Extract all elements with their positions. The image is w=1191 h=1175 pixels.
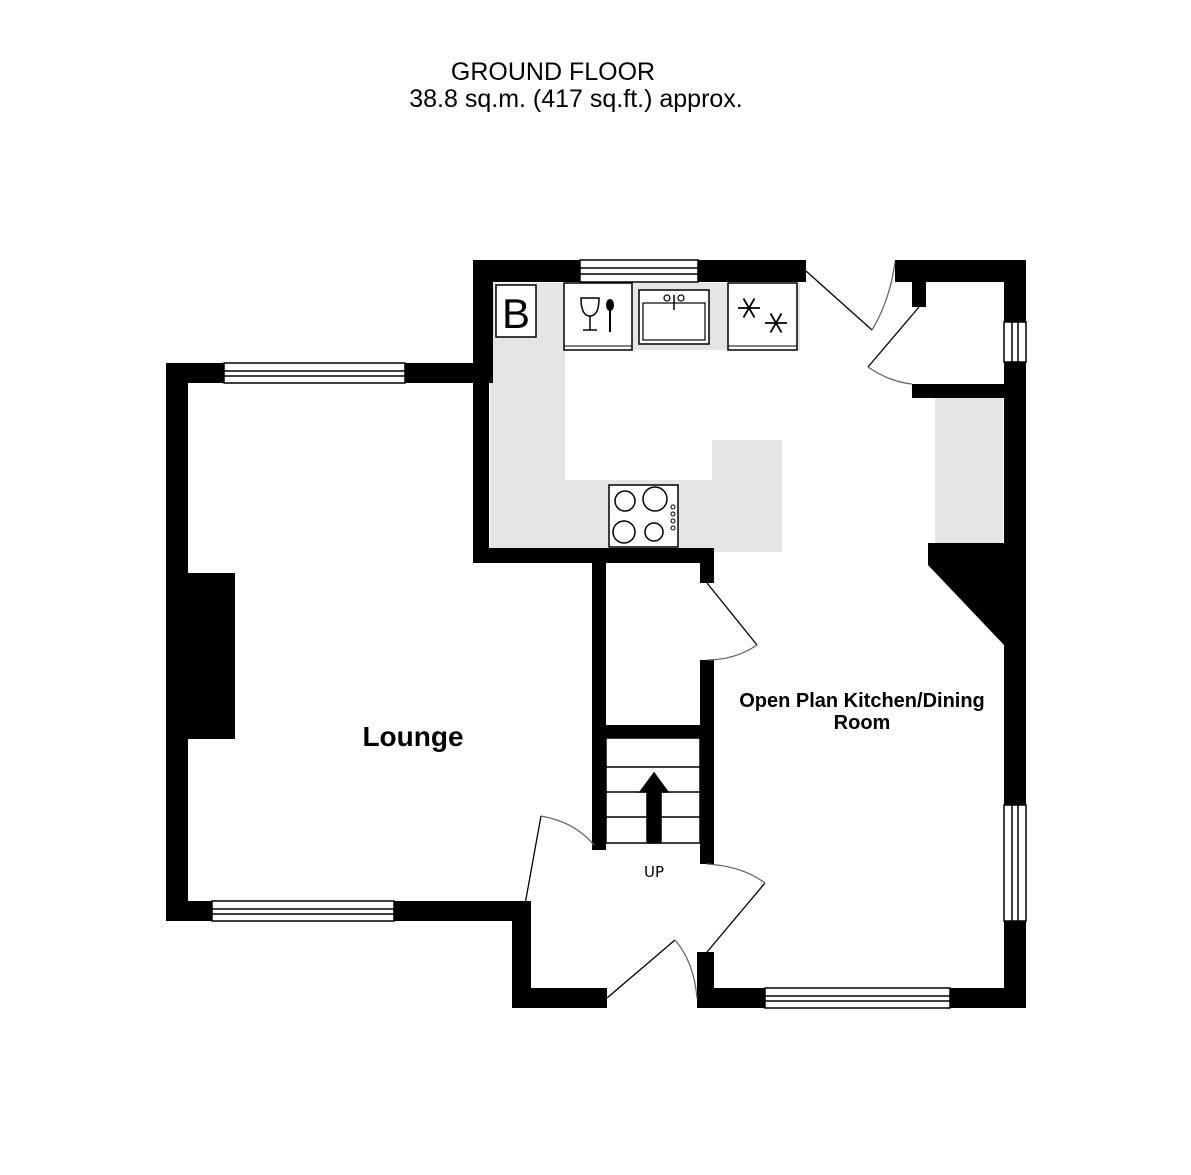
kitchen-west-wall (473, 380, 489, 562)
chimney-breast (188, 573, 235, 739)
lobby-north-wall (895, 260, 1026, 282)
arrow-up-icon (638, 771, 670, 844)
door-rear (805, 261, 896, 331)
lobby-door-jamb (912, 282, 926, 307)
window-kitchen-east (1003, 804, 1027, 922)
staircase (605, 737, 701, 844)
window-kitchen-south (764, 987, 951, 1009)
doors (523, 261, 920, 999)
porch-west-wall (512, 901, 531, 1008)
hall-east-wall (700, 660, 714, 735)
door-lobby (867, 306, 920, 385)
kitchen-west-wall-upper (473, 260, 493, 383)
porch-south-wall (512, 988, 607, 1008)
lounge-north-wall-a (166, 363, 224, 383)
door-lounge (523, 815, 595, 911)
window-lounge-south (211, 900, 395, 922)
kitchen-south-wall-a (697, 988, 765, 1008)
sink-icon (638, 289, 710, 345)
lounge-south-wall-b (394, 901, 531, 921)
lounge-north-wall-b (405, 363, 493, 383)
kitchen-south-wall (473, 548, 714, 563)
floor-title: GROUND FLOOR (451, 58, 655, 86)
lounge-south-wall-a (166, 901, 212, 921)
lounge-west-wall (166, 363, 188, 921)
walls (166, 260, 1026, 1008)
side-worktop (935, 398, 1003, 543)
kitchen-north-wall-a (473, 260, 580, 282)
door-front (606, 939, 698, 999)
stairs-label: UP (644, 863, 664, 881)
room-label-kitchen-line2: Room (834, 712, 891, 734)
window-lobby-east (1003, 321, 1027, 363)
window-lounge-north (223, 362, 406, 384)
east-wall-upper (1004, 260, 1026, 322)
hall-door-jamb (700, 548, 714, 583)
hob-icon (608, 484, 679, 548)
east-wall (1004, 362, 1026, 805)
window-kitchen-north (579, 259, 699, 283)
stairs-east-wall (700, 738, 714, 864)
snowflake-icon (727, 282, 798, 351)
floor-area: 38.8 sq.m. (417 sq.ft.) approx. (409, 85, 743, 113)
hall-west-wall (592, 563, 606, 850)
door-hall-kitchen (706, 582, 758, 661)
kitchen-worktops (490, 283, 1003, 552)
east-wall-lower (1004, 921, 1026, 1008)
angled-wall (928, 543, 1004, 645)
boiler-label: B (502, 290, 530, 337)
lobby-south-wall (912, 384, 1026, 398)
boiler-icon: B (495, 284, 537, 338)
stairs-top-wall (606, 725, 714, 738)
windows (211, 259, 1027, 1009)
kitchen-south-wall-b (950, 988, 1026, 1008)
kitchen-worktop (490, 283, 800, 552)
wine-glass-spoon-icon (563, 282, 633, 351)
room-label-lounge: Lounge (362, 721, 463, 752)
kitchen-north-wall-b (698, 260, 806, 282)
room-label-kitchen-line1: Open Plan Kitchen/Dining (739, 690, 985, 712)
door-hall-dining (706, 863, 766, 953)
